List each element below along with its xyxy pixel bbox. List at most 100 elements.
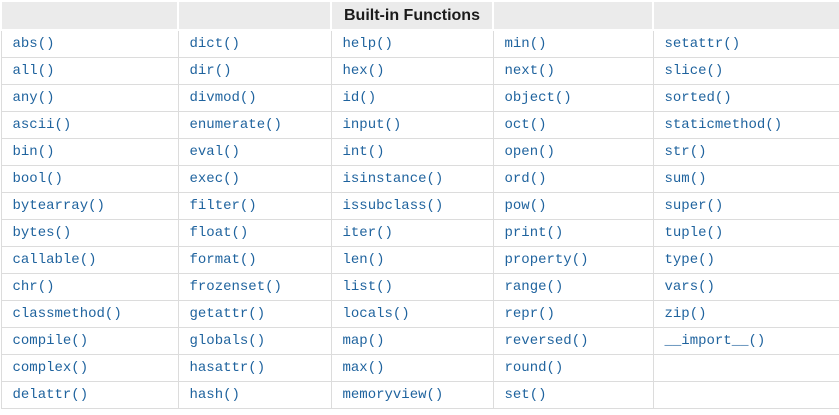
function-link[interactable]: pow() — [504, 198, 547, 214]
function-link[interactable]: len() — [342, 252, 385, 268]
function-link[interactable]: repr() — [504, 306, 555, 322]
function-link[interactable]: oct() — [504, 117, 547, 133]
function-link[interactable]: dict() — [189, 36, 240, 52]
function-link[interactable]: delattr() — [12, 387, 89, 403]
function-link[interactable]: bin() — [12, 144, 55, 160]
table-cell: divmod() — [177, 84, 332, 112]
function-link[interactable]: float() — [189, 225, 249, 241]
table-row: bytes() float() iter() print() tuple() — [0, 219, 839, 247]
function-link[interactable]: sorted() — [664, 90, 732, 106]
function-link[interactable]: divmod() — [189, 90, 257, 106]
table-cell: map() — [330, 327, 494, 355]
table-cell: filter() — [177, 192, 332, 220]
function-link[interactable]: bytearray() — [12, 198, 105, 214]
function-link[interactable]: bytes() — [12, 225, 72, 241]
table-cell: hash() — [177, 381, 332, 409]
function-link[interactable]: issubclass() — [342, 198, 444, 214]
table-body: abs() dict() help() min() setattr() all() dir(… — [0, 29, 839, 409]
function-link[interactable]: sum() — [664, 171, 707, 187]
table-cell: any() — [0, 84, 179, 112]
function-link[interactable]: hash() — [189, 387, 240, 403]
function-link[interactable]: getattr() — [189, 306, 266, 322]
table-cell: memoryview() — [330, 381, 494, 409]
table-cell: range() — [492, 273, 654, 301]
function-link[interactable]: abs() — [12, 36, 55, 52]
function-link[interactable]: int() — [342, 144, 385, 160]
function-link[interactable]: setattr() — [664, 36, 741, 52]
function-link[interactable]: filter() — [189, 198, 257, 214]
function-link[interactable]: memoryview() — [342, 387, 444, 403]
function-link[interactable]: max() — [342, 360, 385, 376]
table-row: chr() frozenset() list() range() vars() — [0, 273, 839, 301]
function-link[interactable]: vars() — [664, 279, 715, 295]
function-link[interactable]: set() — [504, 387, 547, 403]
table-header-cell — [652, 0, 839, 31]
table-cell: ord() — [492, 165, 654, 193]
function-link[interactable]: list() — [342, 279, 393, 295]
table-cell: help() — [330, 29, 494, 58]
function-link[interactable]: isinstance() — [342, 171, 444, 187]
function-link[interactable]: dir() — [189, 63, 232, 79]
function-link[interactable]: range() — [504, 279, 564, 295]
function-link[interactable]: classmethod() — [12, 306, 122, 322]
table-row: compile() globals() map() reversed() __impor… — [0, 327, 839, 355]
function-link[interactable]: hasattr() — [189, 360, 266, 376]
table-cell: enumerate() — [177, 111, 332, 139]
function-link[interactable]: round() — [504, 360, 564, 376]
table-cell: dict() — [177, 29, 332, 58]
table-cell: ascii() — [0, 111, 179, 139]
table-cell: len() — [330, 246, 494, 274]
function-link[interactable]: format() — [189, 252, 257, 268]
function-link[interactable]: super() — [664, 198, 724, 214]
function-link[interactable]: iter() — [342, 225, 393, 241]
table-cell: repr() — [492, 300, 654, 328]
function-link[interactable]: locals() — [342, 306, 410, 322]
function-link[interactable]: tuple() — [664, 225, 724, 241]
table-cell: slice() — [652, 57, 839, 85]
function-link[interactable]: bool() — [12, 171, 63, 187]
table-cell: compile() — [0, 327, 179, 355]
table-cell: hex() — [330, 57, 494, 85]
table-row: delattr() hash() memoryview() set() — [0, 381, 839, 409]
function-link[interactable]: callable() — [12, 252, 97, 268]
function-link[interactable]: input() — [342, 117, 402, 133]
function-link[interactable]: ord() — [504, 171, 547, 187]
function-link[interactable]: eval() — [189, 144, 240, 160]
function-link[interactable]: all() — [12, 63, 55, 79]
function-link[interactable]: __import__() — [664, 333, 766, 349]
table-cell: exec() — [177, 165, 332, 193]
table-cell: str() — [652, 138, 839, 166]
table-cell: oct() — [492, 111, 654, 139]
function-link[interactable]: frozenset() — [189, 279, 282, 295]
function-link[interactable]: ascii() — [12, 117, 72, 133]
function-link[interactable]: map() — [342, 333, 385, 349]
function-link[interactable]: help() — [342, 36, 393, 52]
function-link[interactable]: object() — [504, 90, 572, 106]
table-cell: bin() — [0, 138, 179, 166]
function-link[interactable]: id() — [342, 90, 377, 106]
function-link[interactable]: open() — [504, 144, 555, 160]
function-link[interactable]: slice() — [664, 63, 724, 79]
table-cell: eval() — [177, 138, 332, 166]
function-link[interactable]: hex() — [342, 63, 385, 79]
table-cell — [652, 381, 839, 409]
function-link[interactable]: reversed() — [504, 333, 589, 349]
table-row: complex() hasattr() max() round() — [0, 354, 839, 382]
function-link[interactable]: exec() — [189, 171, 240, 187]
function-link[interactable]: complex() — [12, 360, 89, 376]
function-link[interactable]: zip() — [664, 306, 707, 322]
table-cell — [652, 354, 839, 382]
function-link[interactable]: staticmethod() — [664, 117, 783, 133]
function-link[interactable]: print() — [504, 225, 564, 241]
function-link[interactable]: next() — [504, 63, 555, 79]
function-link[interactable]: property() — [504, 252, 589, 268]
function-link[interactable]: min() — [504, 36, 547, 52]
function-link[interactable]: compile() — [12, 333, 89, 349]
table-cell: bool() — [0, 165, 179, 193]
function-link[interactable]: enumerate() — [189, 117, 282, 133]
function-link[interactable]: type() — [664, 252, 715, 268]
function-link[interactable]: chr() — [12, 279, 55, 295]
function-link[interactable]: str() — [664, 144, 707, 160]
function-link[interactable]: globals() — [189, 333, 266, 349]
function-link[interactable]: any() — [12, 90, 55, 106]
